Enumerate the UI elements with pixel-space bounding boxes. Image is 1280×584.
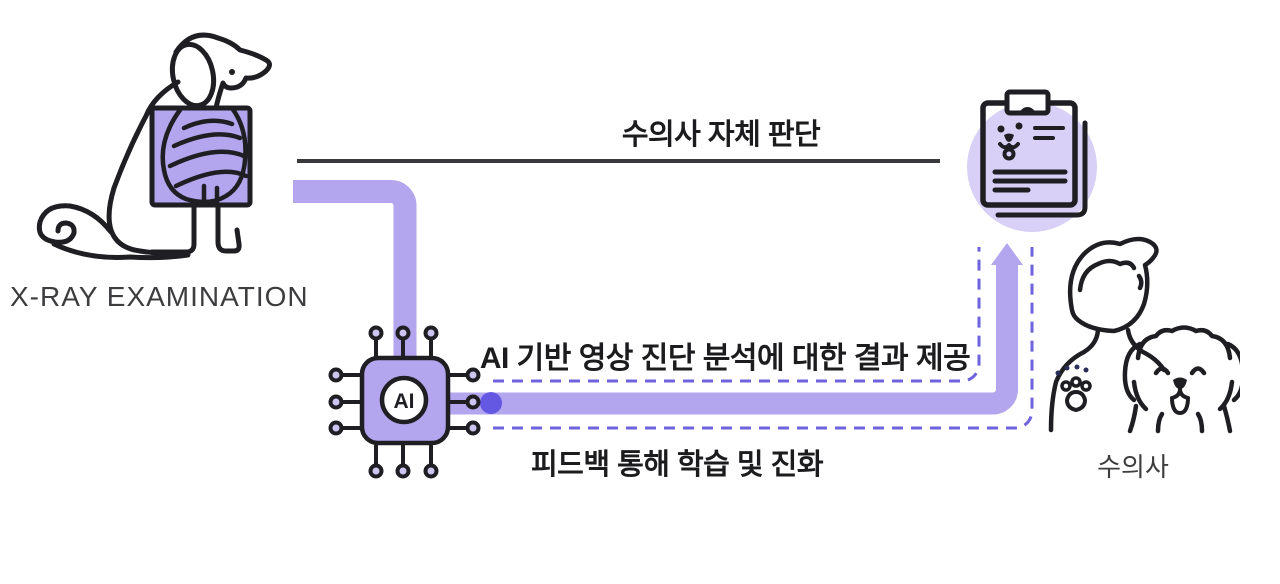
band-xray-to-ai [293, 180, 417, 395]
vet-with-dog-art [1048, 236, 1240, 434]
flow-label-ai-result: AI 기반 영상 진단 분석에 대한 결과 제공 [479, 342, 971, 375]
band-ai-to-report [440, 262, 1018, 415]
flow-label-feedback: 피드백 통해 학습 및 진화 [530, 449, 824, 481]
flow-label-self-judgment: 수의사 자체 판단 [621, 119, 821, 151]
dog-xray-icon [36, 32, 272, 261]
arrowhead-up-icon [991, 243, 1023, 265]
flow-start-dot [480, 392, 502, 414]
dog-xray-art [36, 32, 272, 261]
report-clipboard-art [967, 89, 1097, 232]
vet-node-label: 수의사 [1097, 452, 1169, 482]
xray-node-label: X-RAY EXAMINATION [10, 281, 309, 312]
vet-with-dog-icon [1048, 236, 1240, 434]
ai-chip-art: AI [328, 325, 481, 479]
ai-chip-label: AI [394, 390, 415, 413]
report-clipboard-icon [967, 89, 1097, 232]
dashed-ai-result [493, 247, 981, 383]
ai-chip-icon: AI [328, 325, 481, 479]
dashed-feedback [493, 247, 1034, 430]
paw-dots [1055, 364, 1089, 376]
